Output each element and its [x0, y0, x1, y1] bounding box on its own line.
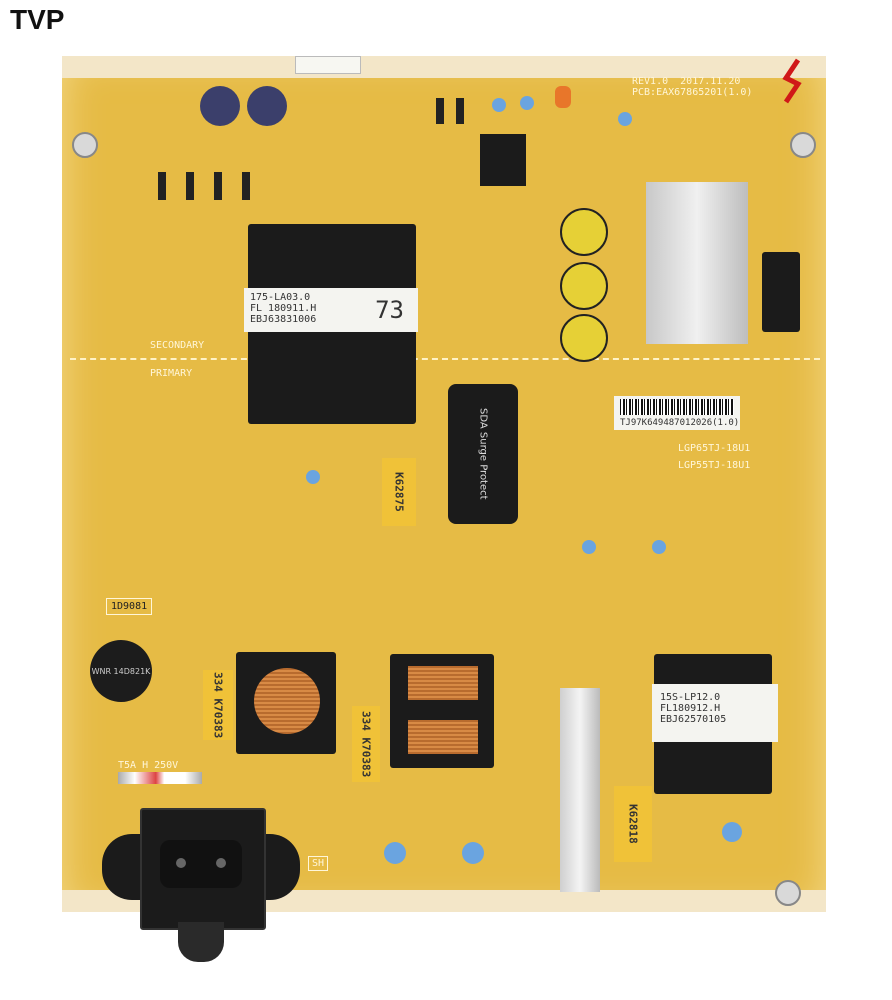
top-connector — [295, 56, 361, 74]
ceramic-capacitor — [722, 822, 742, 842]
part-code: 1D9081 — [106, 598, 153, 615]
film-capacitor: 334 K70383 — [203, 670, 233, 740]
barcode-text: TJ97K649487012026(1.0) — [620, 418, 740, 428]
toroid-coil — [254, 668, 320, 734]
filter-coil — [408, 666, 478, 700]
varistor: WNR 14D821K — [90, 640, 152, 702]
orange-capacitor — [555, 86, 571, 108]
ceramic-capacitor — [582, 540, 596, 554]
diode — [158, 172, 166, 200]
surge-capacitor: SDA Surge Protect — [448, 384, 518, 524]
diode — [186, 172, 194, 200]
socket-pin — [176, 858, 186, 868]
transformer-number: 73 — [375, 296, 404, 324]
ac-socket — [160, 840, 242, 888]
red-mark — [782, 58, 802, 104]
transformer-part-number: 175-LA03.0 — [250, 292, 311, 303]
model-label-55: LGP55TJ-18U1 — [678, 460, 751, 471]
isolation-line — [70, 358, 820, 360]
sh-mark: SH — [308, 856, 329, 871]
secondary-label: SECONDARY — [150, 340, 205, 351]
heatsink — [560, 688, 600, 892]
transformer-date: FL 180911.H — [250, 303, 317, 314]
ceramic-capacitor — [306, 470, 320, 484]
transformer-code: EBJ63831006 — [250, 314, 317, 325]
revision-text: REV1.0 2017.11.20 — [632, 76, 741, 87]
capacitor — [247, 86, 287, 126]
ceramic-capacitor — [462, 842, 484, 864]
capacitor — [200, 86, 240, 126]
pcb-number: PCB:EAX67865201(1.0) — [632, 87, 753, 98]
diode — [242, 172, 250, 200]
diode — [214, 172, 222, 200]
mounting-hole — [775, 880, 801, 906]
fuse — [118, 772, 202, 784]
output-connector — [762, 252, 800, 332]
capacitor — [560, 208, 608, 256]
transformer-label: 175-LA03.0 FL 180911.H EBJ63831006 73 — [244, 288, 418, 332]
ceramic-capacitor — [384, 842, 406, 864]
capacitor — [560, 262, 608, 310]
diode — [436, 98, 444, 124]
small-transformer — [480, 134, 526, 186]
diode — [456, 98, 464, 124]
capacitor — [560, 314, 608, 362]
primary-label: PRIMARY — [150, 368, 193, 379]
standby-transformer-label: 15S-LP12.0 FL180912.H EBJ62570105 — [652, 684, 778, 742]
film-capacitor: 334 K70383 — [352, 706, 380, 782]
ceramic-capacitor — [492, 98, 506, 112]
tvp-logo: TVP — [10, 4, 65, 35]
board-top-edge — [62, 56, 826, 78]
heatsink — [646, 182, 748, 344]
aux-date: FL180912.H — [660, 703, 721, 714]
inlet-mount-tab — [178, 922, 224, 962]
barcode — [620, 399, 734, 415]
filter-coil — [408, 720, 478, 754]
ceramic-capacitor — [652, 540, 666, 554]
mounting-hole — [790, 132, 816, 158]
aux-part-number: 15S-LP12.0 — [660, 692, 721, 703]
mounting-hole — [72, 132, 98, 158]
ceramic-capacitor — [618, 112, 632, 126]
model-label-65: LGP65TJ-18U1 — [678, 443, 751, 454]
barcode-sticker: TJ97K649487012026(1.0) — [614, 396, 740, 430]
aux-code: EBJ62570105 — [660, 714, 727, 725]
socket-pin — [216, 858, 226, 868]
ceramic-capacitor — [520, 96, 534, 110]
fuse-rating: T5A H 250V — [118, 760, 179, 771]
film-capacitor: K62818 — [614, 786, 652, 862]
film-capacitor: K62875 — [382, 458, 416, 526]
